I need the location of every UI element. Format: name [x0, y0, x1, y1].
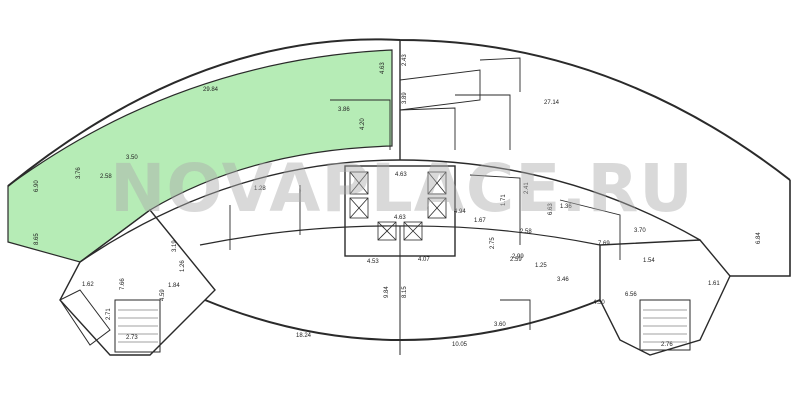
dim-label: 2.58: [520, 229, 532, 235]
inner-upper-arc: [79, 159, 701, 263]
dim-label: 29.84: [203, 87, 219, 93]
dim-label: 7.66: [120, 278, 126, 290]
dim-label: 1.25: [535, 263, 547, 269]
dim-label: 6.90: [34, 180, 40, 192]
dim-label: 1.36: [560, 204, 572, 210]
dim-label: 2.75: [490, 237, 496, 249]
dim-label: 2.58: [100, 174, 112, 180]
dim-label: 3.89: [402, 92, 408, 104]
dim-label: 2.43: [402, 54, 408, 66]
dim-label: 1.54: [643, 258, 655, 264]
dim-label: 2.76: [661, 342, 673, 348]
right-wing: [599, 239, 731, 356]
dim-label: 2.71: [106, 308, 112, 320]
dim-label: 4.30: [593, 300, 605, 306]
dim-label: 18.24: [296, 333, 312, 339]
dim-label: 3.76: [76, 167, 82, 179]
dim-label: 10.05: [452, 342, 468, 348]
elevator-core: [344, 165, 456, 257]
dim-label: 1.26: [180, 260, 186, 272]
dim-label: 6.63: [548, 203, 554, 215]
dim-label: 6.84: [756, 232, 762, 244]
left-stair: [114, 299, 161, 353]
dim-label: 1.67: [474, 218, 486, 224]
dim-label: 3.46: [557, 277, 569, 283]
dim-label: 4.20: [360, 118, 366, 130]
dim-label: 3.86: [338, 107, 350, 113]
dim-label: 8.15: [402, 286, 408, 298]
dim-label: 4.59: [160, 289, 166, 301]
dim-label: 1.28: [254, 186, 266, 192]
dim-label: 7.69: [598, 241, 610, 247]
left-porch: [59, 289, 111, 346]
dim-label: 3.60: [494, 322, 506, 328]
dim-label: 27.14: [544, 100, 560, 106]
outer-wall-right: [730, 180, 791, 277]
dim-label: 4.63: [380, 62, 386, 74]
watermark: NOVAPLACE.RU: [110, 150, 694, 227]
room-partitions: [229, 57, 621, 330]
dim-label: 4.07: [418, 257, 430, 263]
dim-label: 8.65: [34, 233, 40, 245]
dim-label: 1.84: [168, 283, 180, 289]
left-stair-steps: [118, 309, 158, 343]
dim-label: 3.70: [634, 228, 646, 234]
dim-label: 6.56: [625, 292, 637, 298]
dim-label: 2.41: [524, 182, 530, 194]
dimension-labels: 29.84 27.14 4.63 4.63 4.53 4.07 18.24 10…: [34, 54, 762, 348]
dim-label: 1.62: [82, 282, 94, 288]
dim-label: 1.61: [708, 281, 720, 287]
left-wing: [59, 209, 216, 356]
dim-label: 9.84: [384, 286, 390, 298]
dim-label: 4.63: [394, 215, 406, 221]
dim-label: 4.53: [367, 259, 379, 265]
right-stair-steps: [643, 309, 687, 343]
dim-label: 4.63: [395, 172, 407, 178]
dim-label: 1.71: [501, 194, 507, 206]
dim-label: 2.73: [126, 335, 138, 341]
dim-label: 3.19: [172, 240, 178, 252]
highlighted-area[interactable]: [7, 49, 393, 263]
bottom-arc: [204, 299, 601, 341]
right-stair: [639, 299, 691, 351]
elevator-shafts: [349, 171, 447, 241]
dim-label: 4.94: [454, 209, 466, 215]
dim-label: 2.99: [512, 254, 524, 260]
dim-label: 2.59: [510, 257, 522, 263]
dim-label: 3.50: [126, 155, 138, 161]
